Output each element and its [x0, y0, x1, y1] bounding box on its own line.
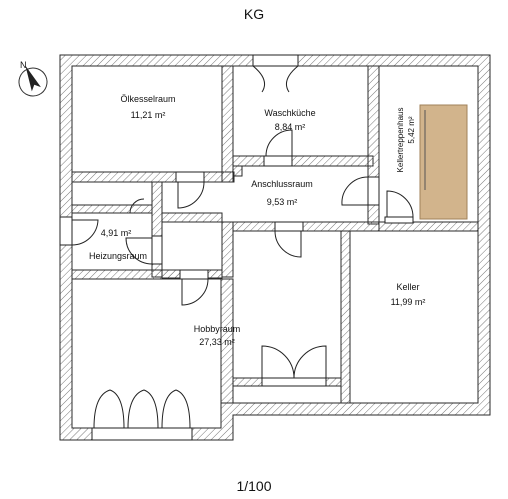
room-area-anschlussraum: 9,53 m²: [267, 197, 298, 207]
room-area-hobbyraum: 27,33 m²: [199, 337, 235, 347]
room-name-kellertreppenhaus: Kellertreppenhaus: [396, 108, 405, 173]
compass-icon: [18, 65, 48, 97]
room-name-heizungsraum: Heizungsraum: [89, 251, 147, 261]
openings: [59, 54, 414, 441]
room-name-anschlussraum: Anschlussraum: [251, 179, 313, 189]
room-area-oelkesselraum: 11,21 m²: [131, 110, 166, 120]
room-area-keller: 11,99 m²: [391, 297, 426, 307]
stairs: [419, 104, 468, 220]
plan-title: KG: [243, 6, 265, 22]
scale-label: 1/100: [236, 478, 272, 494]
room-name-oelkesselraum: Ölkesselraum: [120, 94, 175, 104]
room-area-waschkueche: 8,84 m²: [275, 122, 306, 132]
room-name-waschkueche: Waschküche: [264, 108, 315, 118]
compass-label: N: [20, 60, 27, 70]
room-name-keller: Keller: [396, 282, 419, 292]
room-area-kellertreppenhaus: 5,42 m²: [407, 116, 416, 143]
room-area-heizungsraum: 4,91 m²: [101, 228, 132, 238]
room-name-hobbyraum: Hobbyraum: [194, 324, 241, 334]
